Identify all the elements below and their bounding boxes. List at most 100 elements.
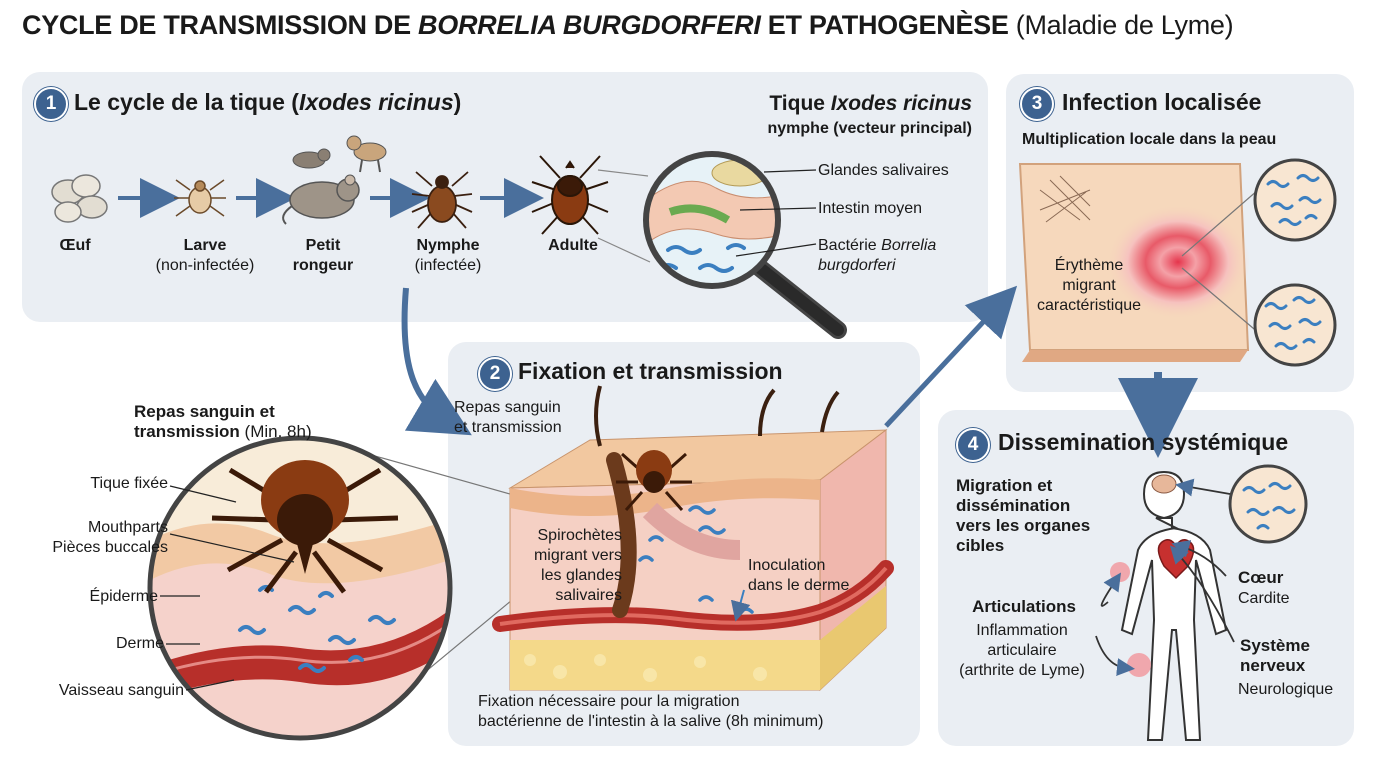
label-bacteria-prefix: Bactérie — [818, 237, 882, 254]
body-outline-illustration — [1120, 470, 1228, 741]
title-species: BORRELIA BURGDORFERI — [418, 10, 761, 40]
stage-larva-label: Larve — [183, 237, 227, 254]
adult-tick-illustration — [531, 155, 609, 235]
erythema-illustration — [1018, 163, 1250, 362]
panel1-title: Le cycle de la tique (Ixodes ricinus) — [74, 89, 461, 116]
migration-line1: Migration et — [956, 476, 1053, 495]
step-badge-1: 1 — [34, 87, 68, 121]
joint-shoulder-highlight — [1110, 562, 1130, 582]
arrow-to-brain — [1175, 478, 1231, 497]
stage-rodent-line1: Petit — [305, 237, 341, 254]
zoom-bacteria-circle-systemic — [1228, 464, 1308, 544]
fixation-footer-line2: bactérienne de l'intestin à la salive (8… — [478, 713, 824, 730]
tick-heading-species: Ixodes ricinus — [830, 92, 972, 115]
blood-meal-line2: et transmission — [454, 419, 562, 436]
label-tick-fixed: Tique fixée — [90, 475, 168, 492]
rodent-illustration — [282, 135, 387, 225]
leader-mouthparts — [169, 533, 295, 563]
migration-line2: dissémination — [956, 496, 1071, 515]
joint-knee-highlight — [1127, 653, 1151, 677]
panel3-title: Infection localisée — [1062, 89, 1262, 115]
zoom-heading-line1: Repas sanguin et — [134, 402, 275, 421]
stage-larva-note: (non-infectée) — [155, 257, 255, 274]
panel2-title: Fixation et transmission — [518, 358, 783, 384]
panel4-title: Dissemination systémique — [998, 429, 1289, 455]
label-nervous-line2: nerveux — [1240, 656, 1306, 675]
leader-bacteria — [735, 243, 817, 257]
arrow-to-nerves — [1169, 545, 1235, 643]
label-bacteria: Bactérie Borrelia — [818, 236, 936, 255]
erythema-line2: migrant — [1062, 277, 1116, 294]
nymph-illustration — [411, 171, 473, 229]
label-nervous-line1: Système — [1240, 636, 1310, 655]
label-joints: Articulations — [972, 597, 1076, 616]
erythema-line1: Érythème — [1054, 257, 1124, 274]
label-nervous-note: Neurologique — [1238, 681, 1334, 698]
inoculation-line2: dans le derme — [748, 577, 850, 594]
stage-adult-label: Adulte — [548, 237, 598, 254]
panel1-title-suffix: ) — [453, 89, 462, 115]
step-badge-2: 2 — [478, 357, 512, 391]
arrow-to-shoulder — [1100, 572, 1121, 607]
stage-egg-label: Œuf — [59, 237, 91, 254]
migration-line3: vers les organes — [956, 516, 1091, 535]
inoculation-arrow — [730, 589, 751, 622]
blood-meal-line1: Repas sanguin — [454, 399, 561, 416]
zoom-bacteria-circle-bottom — [1253, 283, 1337, 367]
joints-note-line3: (arthrite de Lyme) — [959, 662, 1085, 679]
tick-species-heading: Tique Ixodes ricinus — [700, 92, 972, 116]
label-bacteria-genus: Borrelia — [881, 237, 937, 254]
leader-tick-fixed — [169, 485, 237, 503]
title-suffix: (Maladie de Lyme) — [1008, 10, 1234, 40]
zoom-heading-line2: transmission (Min. 8h) — [134, 422, 312, 441]
panel1-title-prefix: Le cycle de la tique ( — [74, 89, 299, 115]
leader-salivary — [763, 169, 817, 173]
spirochetes-line1: Spirochètes — [537, 527, 623, 544]
arrow-to-knee — [1095, 635, 1135, 677]
erythema-line3: caractéristique — [1036, 297, 1142, 314]
skin-block-illustration — [492, 385, 894, 692]
spirochetes-line2: migrant vers — [533, 547, 622, 564]
title-prefix: CYCLE DE TRANSMISSION DE — [22, 10, 419, 40]
step-badge-3: 3 — [1020, 87, 1054, 121]
fixation-footer-line1: Fixation nécessaire pour la migration — [478, 693, 740, 710]
larva-illustration — [174, 179, 226, 217]
label-mouthparts-en: Mouthparts — [87, 519, 168, 536]
joints-note-line2: articulaire — [987, 642, 1057, 659]
label-salivary-glands: Glandes salivaires — [818, 162, 949, 179]
arrow-fixation-to-local — [884, 285, 1018, 428]
zoom-heading-note: (Min. 8h) — [239, 422, 312, 441]
stage-nymph-note: (infectée) — [414, 257, 482, 274]
magnifier-illustration — [643, 151, 847, 339]
label-midgut: Intestin moyen — [818, 200, 923, 217]
tick-heading-prefix: Tique — [769, 92, 831, 115]
panel3-subtitle: Multiplication locale dans la peau — [1022, 131, 1277, 148]
stage-nymph-label: Nymphe — [416, 237, 480, 254]
eggs-illustration — [51, 174, 108, 223]
joints-note-line1: Inflammation — [976, 622, 1068, 639]
label-mouthparts-fr: Pièces buccales — [52, 539, 168, 556]
leader-vessel — [185, 679, 235, 691]
migration-line4: cibles — [956, 536, 1005, 555]
spirochetes-line3: les glandes — [541, 567, 622, 584]
step-badge-4: 4 — [956, 428, 990, 462]
title-middle: ET PATHOGENÈSE — [760, 10, 1009, 40]
label-bacteria-species: burgdorferi — [818, 257, 896, 274]
zoom-heading-bold: transmission — [134, 422, 240, 441]
zoom-bacteria-circle-top — [1253, 158, 1337, 242]
leader-midgut — [739, 207, 817, 211]
tick-subheading: nymphe (vecteur principal) — [767, 120, 973, 137]
inoculation-line1: Inoculation — [748, 557, 826, 574]
spirochetes-line4: salivaires — [555, 587, 622, 604]
label-dermis: Derme — [115, 635, 164, 652]
label-heart-note: Cardite — [1238, 590, 1290, 607]
stage-rodent-line2: rongeur — [292, 257, 354, 274]
page-title: CYCLE DE TRANSMISSION DE BORRELIA BURGDO… — [22, 10, 1234, 41]
brain-illustration — [1151, 474, 1177, 494]
label-heart: Cœur — [1238, 568, 1284, 587]
label-blood-vessel: Vaisseau sanguin — [58, 682, 184, 699]
panel1-title-species: Ixodes ricinus — [298, 89, 454, 115]
zoom-skin-circle — [147, 435, 453, 741]
arrow-nymph-to-fixation — [401, 287, 472, 436]
